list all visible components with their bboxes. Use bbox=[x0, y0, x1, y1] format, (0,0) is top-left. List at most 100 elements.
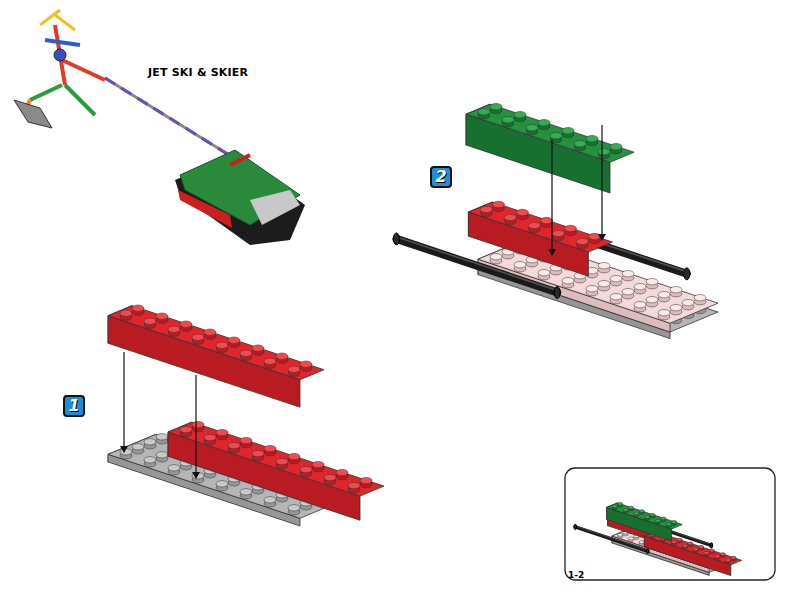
axle-end bbox=[710, 543, 713, 548]
brick-stud bbox=[612, 505, 617, 508]
jet-ski-body bbox=[180, 150, 300, 225]
brick-stud bbox=[144, 439, 156, 445]
brick-stud bbox=[478, 109, 490, 115]
brick-stud bbox=[688, 542, 693, 545]
red-brick bbox=[168, 432, 360, 520]
brick-stud bbox=[646, 279, 658, 285]
axle-rod bbox=[396, 239, 557, 293]
brick-stud bbox=[617, 533, 622, 536]
brick-stud bbox=[120, 449, 132, 455]
brick-stud bbox=[634, 302, 646, 308]
brick-stud bbox=[288, 505, 300, 511]
step-number: 2 bbox=[435, 169, 446, 185]
axle-end bbox=[393, 233, 399, 245]
brick-stud bbox=[240, 437, 252, 443]
brick-stud bbox=[574, 141, 586, 147]
brick-stud bbox=[610, 294, 622, 300]
brick-stud bbox=[562, 128, 574, 134]
brick-stud bbox=[504, 214, 516, 220]
assembly-arrow bbox=[551, 140, 552, 255]
brick-stud bbox=[628, 537, 633, 540]
brick-stud bbox=[610, 144, 622, 150]
brick-stud bbox=[670, 305, 682, 311]
brick-stud bbox=[550, 133, 562, 139]
brick-stud bbox=[348, 482, 360, 488]
axle-rod bbox=[396, 237, 557, 291]
brick-stud bbox=[132, 444, 144, 450]
brick-stud bbox=[132, 305, 144, 311]
brick-stud bbox=[264, 445, 276, 451]
brick-steps bbox=[108, 104, 742, 576]
axle-end bbox=[554, 287, 560, 299]
brick-stud bbox=[598, 281, 610, 287]
brick-stud bbox=[156, 313, 168, 319]
inset-frame bbox=[565, 468, 775, 580]
brick-stud bbox=[731, 556, 736, 559]
brick-stud bbox=[192, 421, 204, 427]
assembly-arrow bbox=[601, 125, 602, 240]
brick-stud bbox=[628, 506, 633, 509]
brick-stud bbox=[693, 548, 698, 551]
brick-stud bbox=[300, 466, 312, 472]
red-brick bbox=[468, 202, 612, 252]
step-badge: 1 bbox=[63, 395, 85, 417]
assembly-arrow bbox=[123, 352, 124, 452]
brick-stud bbox=[216, 429, 228, 435]
step-badge: 2 bbox=[430, 166, 452, 188]
skier-leg bbox=[30, 85, 62, 100]
axle-rod bbox=[575, 527, 647, 551]
brick-stud bbox=[228, 442, 240, 448]
brick-stud bbox=[715, 555, 720, 558]
brick-stud bbox=[252, 450, 264, 456]
skier-leg bbox=[65, 85, 95, 115]
axle-end bbox=[684, 268, 690, 280]
brick-stud bbox=[168, 465, 180, 471]
brick-stud bbox=[514, 112, 526, 118]
step-range: 1-2 bbox=[568, 570, 584, 580]
brick-stud bbox=[204, 434, 216, 440]
brick-stud bbox=[552, 230, 564, 236]
brick-stud bbox=[480, 206, 492, 212]
brick-stud bbox=[240, 489, 252, 495]
brick-stud bbox=[180, 321, 192, 327]
assembly-arrow bbox=[195, 375, 196, 478]
brick-stud bbox=[216, 481, 228, 487]
step-number: 1 bbox=[68, 398, 79, 414]
brick-stud bbox=[634, 512, 639, 515]
brick-stud bbox=[264, 497, 276, 503]
brick-stud bbox=[622, 289, 634, 295]
brick-stud bbox=[490, 104, 502, 110]
brick-stud bbox=[588, 233, 600, 239]
red-brick bbox=[168, 422, 384, 496]
brick-stud bbox=[677, 538, 682, 541]
brick-stud bbox=[655, 519, 660, 522]
jet-ski-front bbox=[250, 190, 300, 225]
brick-stud bbox=[646, 297, 658, 303]
brick-stud bbox=[586, 136, 598, 142]
brick-stud bbox=[694, 295, 706, 301]
brick-stud bbox=[586, 286, 598, 292]
brick-stud bbox=[514, 262, 526, 268]
skier-rod bbox=[55, 15, 75, 30]
skier-rod bbox=[55, 25, 65, 85]
brick-stud bbox=[276, 458, 288, 464]
brick-stud bbox=[360, 477, 372, 483]
brick-stud bbox=[682, 544, 687, 547]
brick-stud bbox=[288, 453, 300, 459]
brick-stud bbox=[180, 426, 192, 432]
brick-stud bbox=[698, 546, 703, 549]
brick-stud bbox=[204, 329, 216, 335]
brick-stud bbox=[192, 473, 204, 479]
brick-stud bbox=[598, 263, 610, 269]
brick-stud bbox=[168, 326, 180, 332]
brick-stud bbox=[324, 474, 336, 480]
brick-stud bbox=[156, 434, 168, 440]
brick-stud bbox=[228, 337, 240, 343]
green-brick bbox=[466, 104, 634, 162]
brick-stud bbox=[682, 300, 694, 306]
brick-stud bbox=[538, 120, 550, 126]
brick-stud bbox=[526, 125, 538, 131]
brick-stud bbox=[623, 508, 628, 511]
axle-end bbox=[574, 524, 577, 529]
